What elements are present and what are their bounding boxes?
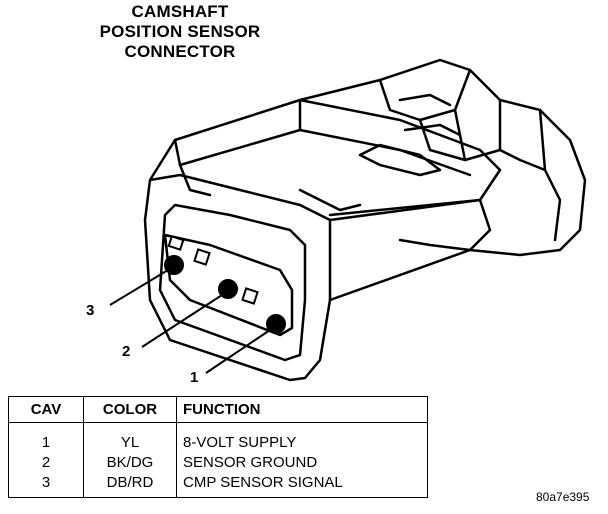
connector-top-face — [148, 98, 502, 217]
cell-color: BK/DG — [83, 453, 177, 473]
cavity-square-b — [241, 287, 259, 305]
table-row: 3 DB/RD CMP SENSOR SIGNAL — [8, 473, 428, 498]
cavity-table: CAV COLOR FUNCTION 1 YL 8-VOLT SUPPLY 2 … — [8, 396, 428, 498]
figure-code: 80a7e395 — [536, 490, 590, 504]
cell-cav: 2 — [8, 453, 84, 473]
connector-front-face — [158, 203, 307, 362]
cell-cav: 3 — [8, 473, 84, 498]
header-cav: CAV — [8, 396, 84, 423]
callout-label-2: 2 — [122, 343, 131, 360]
leader-line-1 — [205, 329, 271, 374]
title-line-1: CAMSHAFT — [131, 2, 229, 21]
header-color: COLOR — [83, 396, 177, 423]
cavity-square-a — [193, 248, 211, 266]
cell-function: CMP SENSOR SIGNAL — [183, 474, 343, 491]
cavity-block — [163, 233, 294, 337]
header-function: FUNCTION — [176, 396, 428, 423]
cell-function: 8-VOLT SUPPLY — [183, 434, 297, 451]
callout-label-3: 3 — [86, 302, 95, 319]
callout-label-1: 1 — [190, 369, 199, 386]
cell-cav: 1 — [8, 422, 84, 453]
table-row: 1 YL 8-VOLT SUPPLY — [8, 422, 428, 453]
table-header-row: CAV COLOR FUNCTION — [8, 396, 428, 423]
title-line-2: POSITION SENSOR — [99, 22, 261, 41]
connector-front-shell — [143, 173, 332, 382]
leader-line-3 — [109, 269, 169, 306]
terminal-pin-1 — [266, 314, 286, 334]
connector-rear-housing — [298, 58, 587, 257]
cavity-square-c — [167, 235, 185, 251]
cell-function: SENSOR GROUND — [183, 454, 318, 471]
leader-line-2 — [141, 294, 223, 348]
table-row: 2 BK/DG SENSOR GROUND — [8, 453, 428, 473]
terminal-pin-3 — [164, 255, 184, 275]
title-line-3: CONNECTOR — [124, 42, 236, 61]
connector-latch — [358, 143, 442, 177]
cell-color: YL — [83, 422, 177, 453]
cell-color: DB/RD — [83, 473, 177, 498]
terminal-pin-2 — [218, 279, 238, 299]
diagram-title: CAMSHAFT POSITION SENSOR CONNECTOR — [60, 2, 300, 62]
connector-illustration — [109, 58, 587, 382]
